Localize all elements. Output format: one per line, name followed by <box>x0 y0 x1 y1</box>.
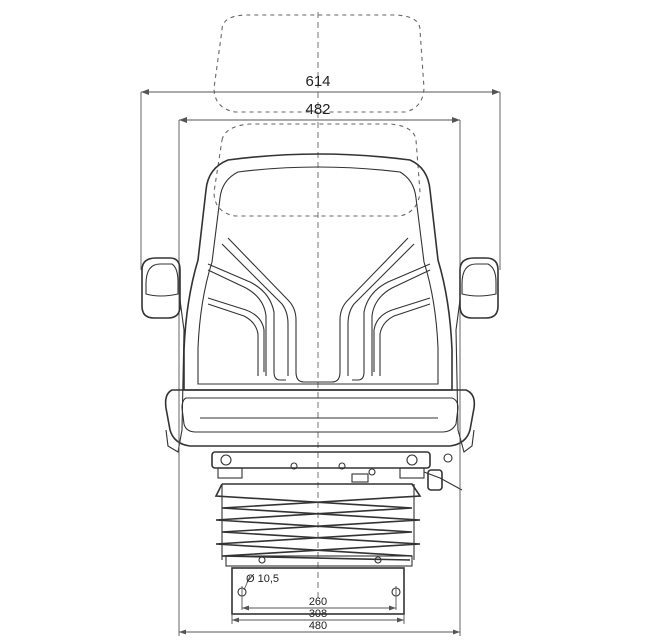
dimension-308: 308 <box>231 608 405 624</box>
dimension-480: 480 <box>178 440 461 636</box>
headrest-raised-ghost <box>213 14 425 113</box>
dimension-label-482: 482 <box>305 101 330 118</box>
right-armrest <box>455 257 499 453</box>
dimension-260: 260 <box>242 596 396 611</box>
seat-cushion <box>164 389 476 447</box>
backrest-outline <box>183 153 453 391</box>
dimension-614: 614 <box>140 73 501 270</box>
left-armrest <box>141 257 185 453</box>
suspension-bellows <box>214 483 422 567</box>
dimension-label-260: 260 <box>309 596 327 608</box>
backrest-inner-edge <box>197 166 439 385</box>
mounting-base <box>231 567 405 615</box>
seat-base <box>211 451 463 491</box>
dimension-label-614: 614 <box>305 73 330 90</box>
dimension-label-308: 308 <box>309 608 327 620</box>
dimension-482: 482 <box>178 101 461 440</box>
dimension-bolt-hole: Ø 10,5 <box>246 573 279 585</box>
backrest-contour-ribs <box>207 237 431 383</box>
dimension-label-480: 480 <box>309 620 327 632</box>
headrest-mid-ghost <box>213 123 421 217</box>
dimension-label-bolt-hole: Ø 10,5 <box>246 573 279 585</box>
